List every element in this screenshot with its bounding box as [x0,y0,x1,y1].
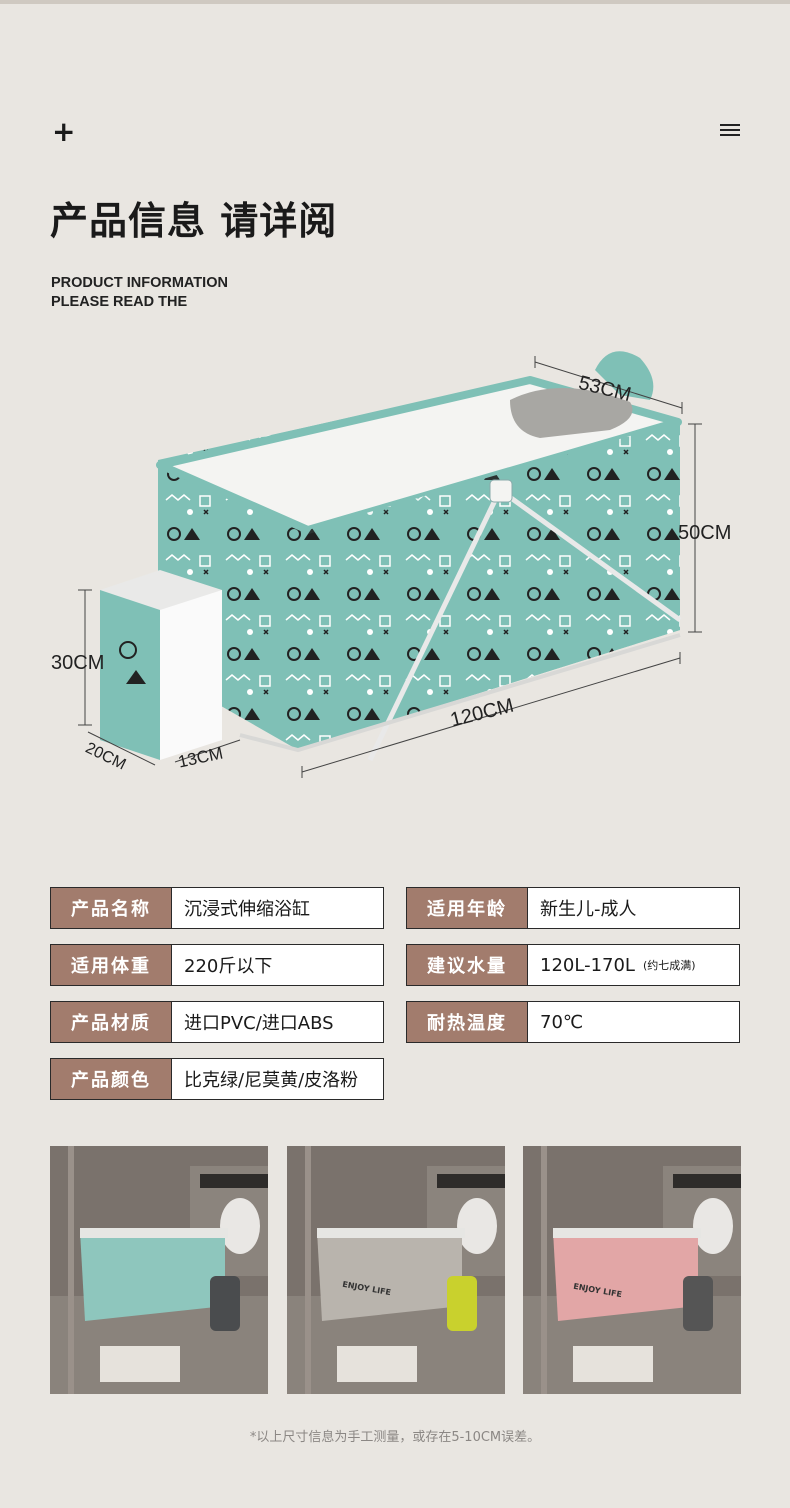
spec-water-note: (约七成满) [642,959,696,972]
spec-label: 产品材质 [51,1002,171,1042]
spec-label: 建议水量 [407,945,527,985]
spec-weight: 适用体重 220斤以下 [50,944,384,986]
photo-pink-tub: ENJOY LIFE [523,1146,741,1394]
spec-value: 70℃ [527,1002,739,1042]
spec-age: 适用年龄 新生儿-成人 [406,887,740,929]
photo-green-tub [50,1146,268,1394]
spec-value: 120L-170L (约七成满) [527,945,739,985]
spec-label: 产品名称 [51,888,171,928]
spec-name: 产品名称 沉浸式伸缩浴缸 [50,887,384,929]
menu-icon [720,124,740,139]
spec-value: 比克绿/尼莫黄/皮洛粉 [171,1059,383,1099]
spec-label: 适用体重 [51,945,171,985]
subtitle-line-1: PRODUCT INFORMATION [51,275,228,291]
subtitle-line-2: PLEASE READ THE [51,294,188,310]
spec-water-value: 120L-170L [540,954,635,976]
spec-water: 建议水量 120L-170L (约七成满) [406,944,740,986]
photo-grey-tub: ENJOY LIFE [287,1146,505,1394]
spec-value: 220斤以下 [171,945,383,985]
spec-label: 产品颜色 [51,1059,171,1099]
page-subtitle: PRODUCT INFORMATION PLEASE READ THE [51,274,228,312]
bathtub-illustration [78,351,702,778]
spec-color: 产品颜色 比克绿/尼莫黄/皮洛粉 [50,1058,384,1100]
page-title: 产品信息 请详阅 [50,199,338,243]
dim-box-height: 30CM [51,652,105,674]
spec-temp: 耐热温度 70℃ [406,1001,740,1043]
footnote: *以上尺寸信息为手工测量，或存在5-10CM误差。 [249,1430,541,1445]
product-diagram: 53CM 50CM 120CM 30CM 20CM 13CM [40,340,760,790]
spec-value: 进口PVC/进口ABS [171,1002,383,1042]
plus-icon: + [52,115,76,148]
spec-label: 耐热温度 [407,1002,527,1042]
spec-material: 产品材质 进口PVC/进口ABS [50,1001,384,1043]
spec-value: 沉浸式伸缩浴缸 [171,888,383,928]
dim-height: 50CM [678,522,732,544]
spec-value: 新生儿-成人 [527,888,739,928]
top-border [0,0,790,4]
spec-label: 适用年龄 [407,888,527,928]
